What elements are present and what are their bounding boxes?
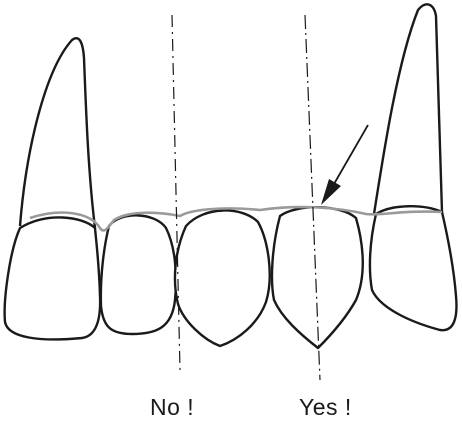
right-canine-crown	[368, 205, 458, 332]
right-canine-root	[372, 3, 444, 215]
lateral-incisor-left	[99, 214, 178, 336]
arrow-indicator	[321, 124, 369, 205]
central-incisor-no	[173, 209, 271, 348]
gingival-line	[29, 205, 443, 232]
left-canine-crown	[3, 216, 102, 341]
axis-line-yes	[304, 14, 321, 381]
axis-line-no	[171, 14, 181, 371]
label-no: No !	[150, 394, 195, 420]
central-incisor-yes	[270, 206, 364, 350]
label-yes: Yes !	[299, 394, 352, 420]
left-canine-root	[18, 37, 97, 229]
